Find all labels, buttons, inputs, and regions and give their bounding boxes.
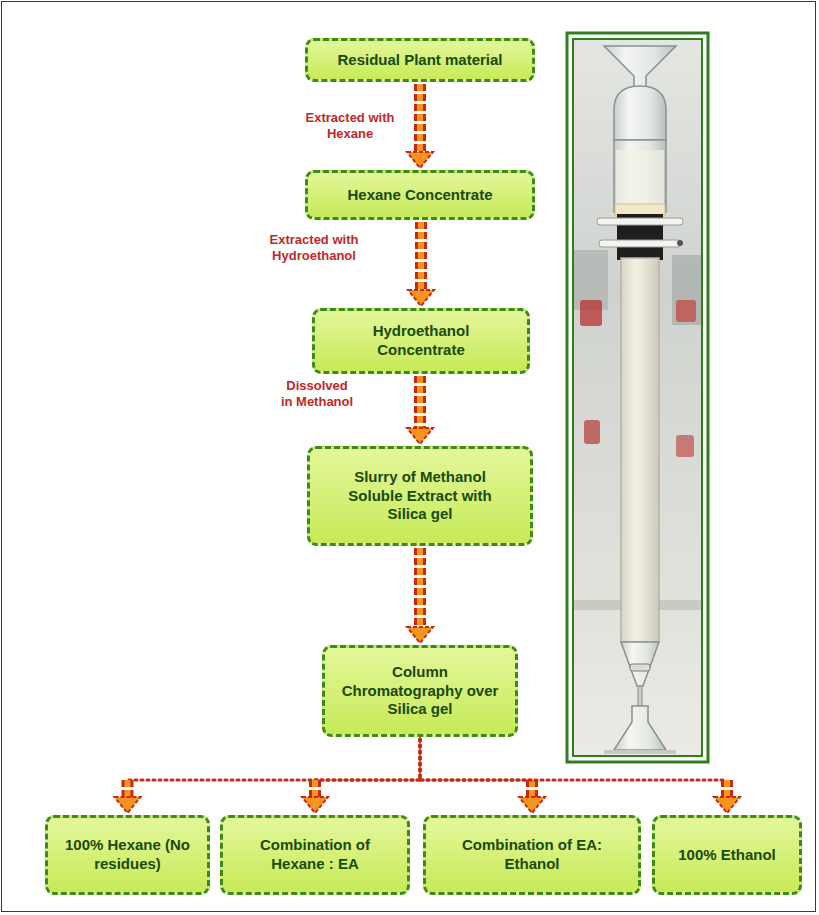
arrow-head [302,797,328,813]
arrow-shaft [312,780,318,798]
box-text: Combination of EA: Ethanol [447,836,617,874]
dotted-branch [128,739,421,780]
arrow-shaft [526,780,538,798]
photo-frame [567,33,708,762]
arrow-shaft [309,780,321,798]
arrow-shaft [415,222,427,291]
box-text: 100% Hexane (No residues) [58,836,197,874]
process-box: 100% Hexane (No residues) [45,815,210,895]
edge-label: Extracted with Hydroethanol [248,232,380,264]
dotted-branch [315,739,420,780]
glass-column [597,46,683,754]
process-box: 100% Ethanol [652,815,802,895]
arrow-shaft [417,548,423,628]
box-text: Hydroethanol Concentrate [346,322,496,360]
photo-background [573,39,702,756]
box-text: Hexane Concentrate [347,186,492,205]
process-box: Combination of Hexane : EA [220,815,410,895]
process-box: Slurry of Methanol Soluble Extract with … [307,446,533,546]
arrow-shaft [414,84,426,153]
flow-arrow [408,222,434,306]
process-box: Column Chromatography over Silica gel [322,645,518,737]
arrow-shaft [418,222,424,291]
box-text: 100% Ethanol [678,846,776,865]
arrow-head [407,428,433,444]
dotted-branch [420,739,532,780]
arrow-head [714,797,740,813]
edge-label: Dissolved in Methanol [280,378,354,410]
box-text: Column Chromatography over Silica gel [338,663,503,719]
arrow-shaft [724,780,730,798]
flow-arrow [420,739,545,813]
arrow-shaft [125,780,131,798]
arrow-shaft [414,548,426,628]
box-text: Slurry of Methanol Soluble Extract with … [333,468,508,524]
flow-arrow [407,376,433,444]
arrow-head [407,152,433,168]
flow-arrow [302,739,420,813]
arrow-shaft [414,376,426,429]
edge-label: Extracted with Hexane [300,110,400,142]
arrow-shaft [122,780,134,798]
dotted-branch [420,739,727,780]
arrow-shaft [417,84,423,153]
arrow-head [115,797,141,813]
flow-arrow [407,548,433,643]
process-box: Hydroethanol Concentrate [312,308,530,374]
process-box: Residual Plant material [305,38,535,82]
flow-arrow [420,739,740,813]
arrow-head [408,290,434,306]
arrow-shaft [529,780,535,798]
arrow-head [519,797,545,813]
process-box: Combination of EA: Ethanol [423,815,641,895]
flow-arrow [407,84,433,168]
box-text: Residual Plant material [337,51,502,70]
arrow-shaft [417,376,423,429]
arrow-head [407,627,433,643]
arrow-shaft [721,780,733,798]
process-box: Hexane Concentrate [305,170,535,220]
box-text: Combination of Hexane : EA [235,836,395,874]
flow-arrow [115,739,421,813]
